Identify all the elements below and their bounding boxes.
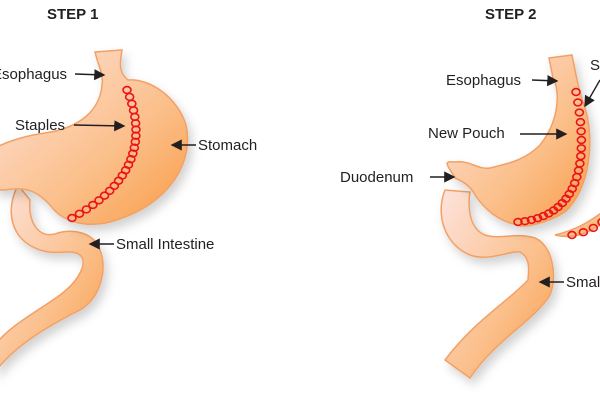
staple — [578, 228, 589, 237]
staple — [575, 117, 586, 127]
step2-title: STEP 2 — [485, 6, 536, 23]
step2-new-pouch — [446, 54, 591, 227]
staple — [532, 214, 543, 223]
staple — [574, 108, 585, 117]
staple — [104, 186, 115, 195]
step1-title: STEP 1 — [47, 6, 98, 23]
staple — [74, 209, 85, 218]
step2-new-pouch-label: New Pouch — [428, 125, 505, 142]
step1-staples-arrow — [73, 120, 126, 132]
step2-intestine — [440, 189, 555, 380]
staple — [571, 87, 581, 97]
staple — [513, 217, 523, 227]
staple — [129, 143, 140, 152]
step2-bypassed-stomach — [554, 212, 600, 238]
step2-esophagus-label: Esophagus — [446, 72, 521, 89]
step2-staples-label: Staples — [590, 57, 600, 74]
step1-esophagus-arrow — [74, 69, 106, 81]
staple — [588, 223, 599, 233]
staple — [573, 98, 583, 107]
staple — [81, 205, 92, 214]
staple — [576, 144, 587, 153]
staple — [88, 200, 98, 210]
step2-duodenum-label: Duodenum — [340, 169, 413, 186]
step1-small-intestine-label: Small Intestine — [116, 236, 214, 253]
step1-intestine — [0, 183, 104, 368]
staple — [67, 213, 77, 223]
staple — [99, 191, 110, 200]
staple — [576, 127, 586, 136]
staple — [576, 135, 587, 145]
step1-staples — [67, 85, 141, 223]
step2-panel: STEP 2 Esophagus Staples New Pouch Duode… — [340, 6, 600, 380]
step1-panel: STEP 1 Esophagus Staples Stomach Small I… — [0, 6, 257, 368]
step2-esophagus-arrow — [531, 75, 559, 87]
staple — [538, 211, 549, 221]
step1-esophagus-label: Esophagus — [0, 66, 67, 83]
step2-staples-arrow — [584, 79, 600, 108]
staple — [597, 218, 600, 226]
staple — [567, 230, 577, 240]
step1-stomach-label: Stomach — [198, 137, 257, 154]
step1-staples-label: Staples — [15, 117, 65, 134]
staple — [526, 215, 537, 225]
staple — [94, 196, 104, 205]
step2-small-intestine-label: Small Intestine — [566, 274, 600, 291]
staple — [109, 181, 120, 191]
step2-staples — [513, 87, 600, 240]
staple — [520, 216, 530, 226]
step1-stomach — [0, 49, 189, 225]
